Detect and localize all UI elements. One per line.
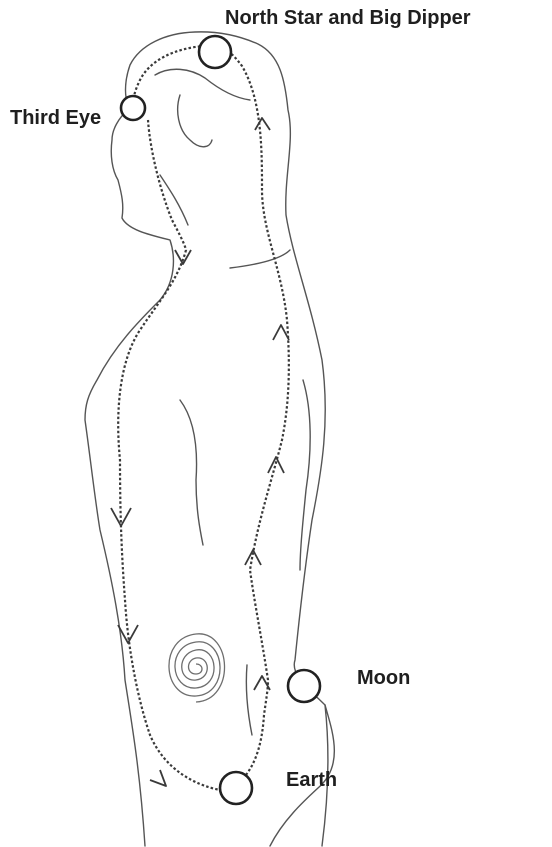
front-channel-path	[118, 120, 220, 790]
ear-outline	[178, 95, 212, 147]
arm-line-left	[180, 400, 203, 545]
back-channel-path	[215, 46, 289, 785]
moon-label: Moon	[357, 668, 410, 688]
earth-label: Earth	[286, 770, 337, 790]
body-outline	[85, 32, 334, 846]
third-eye-point	[121, 96, 145, 120]
crown-to-eye-path	[133, 46, 205, 106]
flow-arrow-icon	[255, 118, 270, 130]
hairline	[155, 69, 250, 100]
flow-arrow-icon	[175, 250, 191, 264]
flow-arrow-icon	[150, 770, 166, 786]
body-back-outline	[85, 32, 334, 846]
third-eye-label: Third Eye	[10, 108, 101, 128]
flow-arrow-icon	[268, 457, 284, 473]
front-belly	[246, 665, 252, 735]
moon-point	[288, 670, 320, 702]
energy-spiral-icon	[169, 634, 225, 702]
shoulder-line	[230, 250, 290, 268]
north-star-point	[199, 36, 231, 68]
earth-point	[220, 772, 252, 804]
north-star-label: North Star and Big Dipper	[225, 8, 471, 28]
